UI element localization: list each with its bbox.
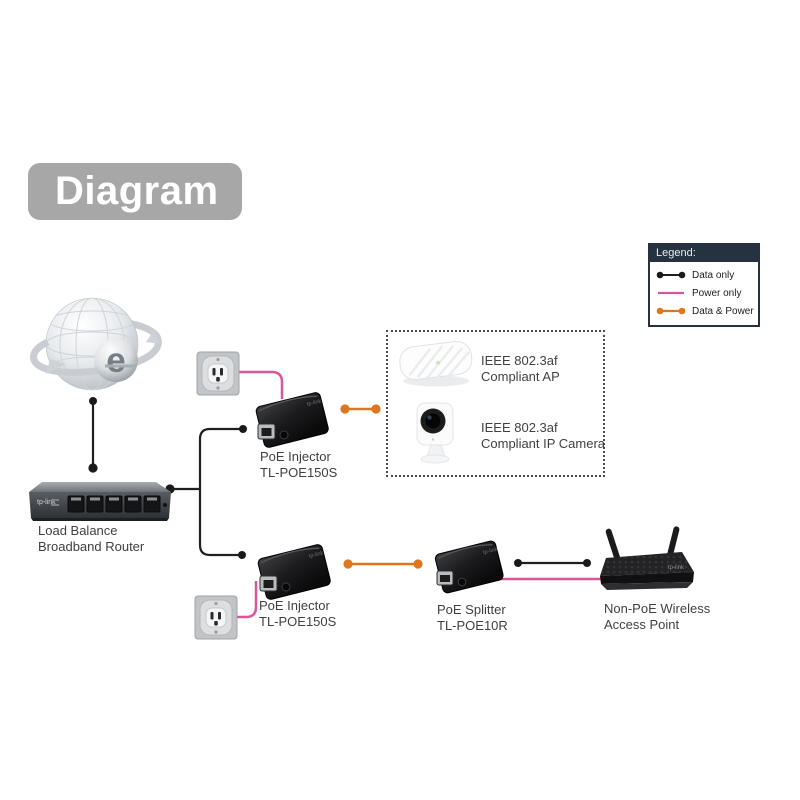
data-only-lines [91,401,587,565]
data-power-dots [340,404,423,569]
poe-injector-bottom-label: PoE Injector TL-POE150S [259,598,337,629]
power-only-line-icon [658,291,684,295]
page-title: Diagram [28,163,242,220]
svg-text:tp-link: tp-link [483,547,499,556]
power-only-lines [236,370,608,619]
poe-injector-top-image: tp-link [255,392,329,448]
legend-item-data-power: Data & Power [655,302,754,320]
data-only-dots [88,397,591,567]
svg-text:tp-link: tp-link [37,499,56,506]
legend-item-data-only: Data only [655,266,754,284]
legend-title: Legend: [650,245,758,262]
legend-label: Data only [692,269,735,281]
poe-splitter-label: PoE Splitter TL-POE10R [437,602,508,633]
ceiling-ap-image [399,340,473,387]
data-power-lines [345,407,418,566]
power-outlet-bottom-icon [194,595,238,640]
legend-body: Data only Power only Data & Power [650,262,758,325]
legend-item-power-only: Power only [655,284,754,302]
svg-text:tp-link: tp-link [306,398,322,407]
svg-text:tp-link: tp-link [308,550,324,559]
ip-camera-image [416,402,454,464]
svg-text:tp-link: tp-link [668,565,685,571]
compliant-camera-label: IEEE 802.3af Compliant IP Camera [481,420,606,451]
poe-injector-bottom-image: tp-link [257,544,331,600]
router-image: tp-link [29,482,171,521]
legend-label: Power only [692,287,742,299]
globe-internet-icon: e [30,297,162,391]
poe-injector-top-label: PoE Injector TL-POE150S [260,449,338,480]
data-power-line-icon [656,307,686,315]
compliant-ap-label: IEEE 802.3af Compliant AP [481,353,560,384]
data-only-line-icon [656,271,686,279]
wireless-ap-image: tp-link [600,526,694,590]
legend: Legend: Data only Power only [648,243,760,327]
wireless-ap-label: Non-PoE Wireless Access Point [604,601,711,632]
poe-splitter-image: tp-link [434,540,504,594]
power-outlet-top-icon [196,351,240,396]
svg-text:e: e [106,341,125,380]
router-label: Load Balance Broadband Router [38,523,145,554]
page-title-text: Diagram [55,169,219,213]
legend-label: Data & Power [692,305,754,317]
compliant-devices-group-box [386,330,605,477]
